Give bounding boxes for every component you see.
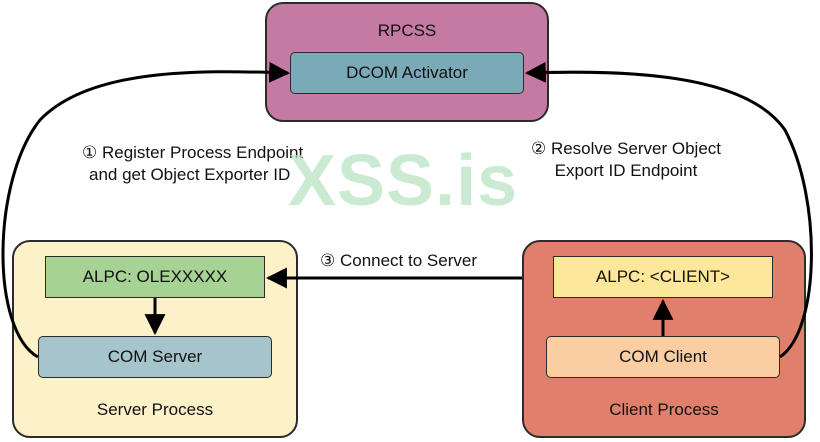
step3-label: ③ Connect to Server bbox=[320, 251, 477, 270]
com-client-box: COM Client bbox=[546, 336, 780, 378]
dcom-activator-box: DCOM Activator bbox=[290, 52, 524, 94]
client-alpc-label: ALPC: <CLIENT> bbox=[595, 267, 731, 286]
dcom-activator-label: DCOM Activator bbox=[346, 63, 468, 82]
client-alpc-port: ALPC: <CLIENT> bbox=[553, 256, 773, 298]
rpcss-title: RPCSS bbox=[377, 21, 437, 40]
com-client-label: COM Client bbox=[619, 347, 707, 366]
resolve-endpoint-arrow bbox=[524, 61, 813, 359]
server-alpc-label: ALPC: OLEXXXXX bbox=[82, 267, 228, 286]
step1-line2: and get Object Exporter ID bbox=[89, 165, 291, 184]
com-server-label: COM Server bbox=[107, 347, 203, 366]
com-server-box: COM Server bbox=[38, 336, 272, 378]
server-process-title: Server Process bbox=[96, 400, 214, 419]
xss-watermark: XSS.is bbox=[288, 141, 519, 221]
client-process-title: Client Process bbox=[609, 400, 719, 419]
register-endpoint-arrow bbox=[1, 61, 291, 359]
step1-line1: ① Register Process Endpoint bbox=[82, 143, 304, 162]
server-alpc-port: ALPC: OLEXXXXX bbox=[45, 256, 265, 298]
step2-line1: ② Resolve Server Object bbox=[530, 139, 722, 158]
step2-line2: Export ID Endpoint bbox=[554, 161, 698, 180]
